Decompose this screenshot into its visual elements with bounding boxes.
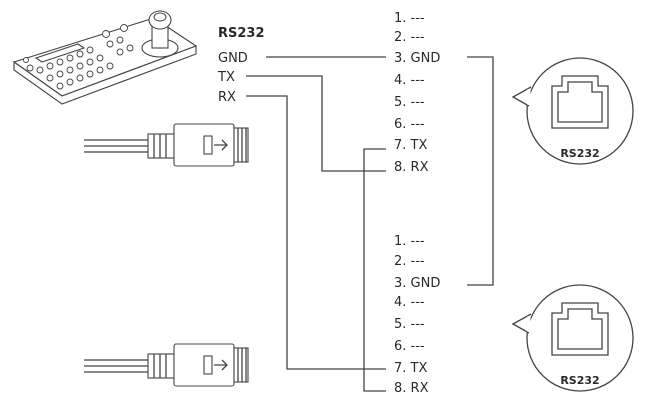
- pin-block-bottom: 1. --- 2. --- 3. GND 4. --- 5. --- 6. --…: [394, 234, 440, 396]
- controller-gnd-label: GND: [218, 51, 248, 66]
- cable-connector-bottom: [84, 343, 249, 387]
- rs232-port-callout-bottom: RS232: [511, 284, 634, 392]
- rs232-port-callout-top: RS232: [511, 57, 634, 165]
- pin-top-1: 1. ---: [394, 11, 425, 26]
- pin-top-5: 5. ---: [394, 95, 425, 110]
- controller-tx-label: TX: [217, 70, 235, 85]
- pin-top-4: 4. ---: [394, 73, 425, 88]
- pin-bottom-4: 4. ---: [394, 295, 425, 310]
- ptz-controller-illustration: [12, 10, 198, 105]
- pin-top-2: 2. ---: [394, 30, 425, 45]
- pin-bottom-5: 5. ---: [394, 317, 425, 332]
- pin-top-7: 7. TX: [394, 138, 427, 153]
- pin-bottom-2: 2. ---: [394, 254, 425, 269]
- pin-bottom-1: 1. ---: [394, 234, 425, 249]
- rj45-port-icon: [551, 75, 609, 129]
- controller-rs232-header: RS232: [218, 26, 265, 41]
- pin-block-top: 1. --- 2. --- 3. GND 4. --- 5. --- 6. --…: [394, 11, 440, 175]
- pin-bottom-3: 3. GND: [394, 276, 440, 291]
- port-label-top: RS232: [560, 147, 599, 160]
- cable-connector-top: [84, 123, 249, 167]
- pin-top-8: 8. RX: [394, 160, 429, 175]
- port-label-bottom: RS232: [560, 374, 599, 387]
- pin-bottom-7: 7. TX: [394, 361, 427, 376]
- rj45-port-icon: [551, 302, 609, 356]
- pin-top-3: 3. GND: [394, 51, 440, 66]
- pin-bottom-8: 8. RX: [394, 381, 429, 396]
- wiring: [246, 56, 494, 392]
- controller-rx-label: RX: [218, 90, 236, 105]
- pin-bottom-6: 6. ---: [394, 339, 425, 354]
- pin-top-6: 6. ---: [394, 117, 425, 132]
